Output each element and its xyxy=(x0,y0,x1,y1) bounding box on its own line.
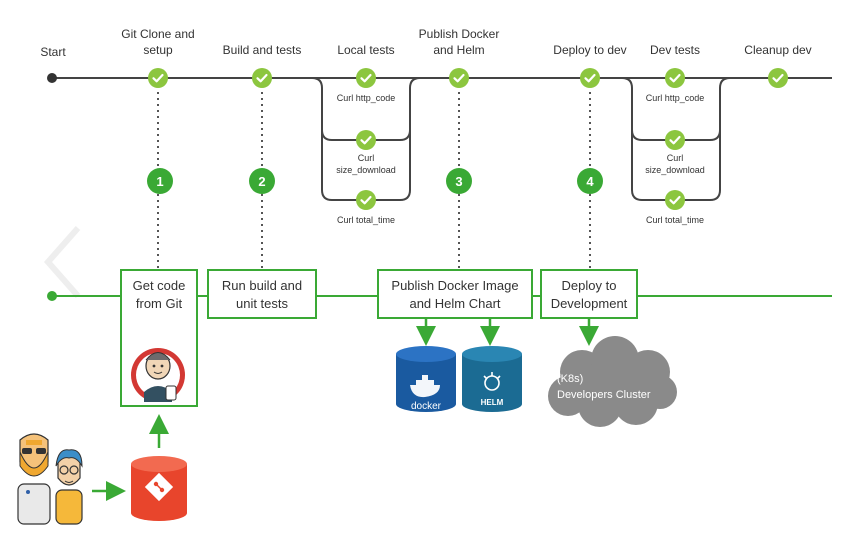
dev-test-http-code: Curl http_code xyxy=(646,93,705,103)
check-icon xyxy=(768,68,788,88)
local-test-labels: Curl http_code Curl size_download Curl t… xyxy=(326,90,406,225)
jenkins-icon xyxy=(131,348,185,402)
check-icon xyxy=(356,68,376,88)
step-number-4: 4 xyxy=(586,174,594,189)
stage-label-cleanup: Cleanup dev xyxy=(744,43,811,57)
stage-label-start: Start xyxy=(40,45,66,59)
step-4: 4 xyxy=(577,168,603,194)
dev-test-size-download-1: Curl xyxy=(667,153,684,163)
step-number-1: 1 xyxy=(156,174,163,189)
step-number-3: 3 xyxy=(455,174,462,189)
box-publish-line1: Publish Docker Image xyxy=(391,278,518,293)
git-icon xyxy=(131,456,187,521)
helm-label: HELM xyxy=(481,398,504,407)
step-1: 1 xyxy=(147,168,173,194)
step-2: 2 xyxy=(249,168,275,194)
helm-icon: HELM xyxy=(462,346,522,412)
pipeline-start-dot xyxy=(47,73,57,83)
flow-start-dot xyxy=(47,291,57,301)
check-icon xyxy=(356,190,376,210)
check-icon xyxy=(449,68,469,88)
check-icon xyxy=(580,68,600,88)
developer-icon xyxy=(17,433,83,525)
stage-label-publish-1: Publish Docker xyxy=(419,27,500,41)
cluster-label-1: (K8s) xyxy=(557,373,583,385)
docker-label: docker xyxy=(411,401,442,412)
local-test-total-time: Curl total_time xyxy=(337,215,395,225)
box-run-build-line1: Run build and xyxy=(222,278,302,293)
stage-label-clone-1: Git Clone and xyxy=(121,27,194,41)
dev-test-total-time: Curl total_time xyxy=(646,215,704,225)
box-deploy: Deploy to Development xyxy=(540,269,638,319)
box-publish-line2: and Helm Chart xyxy=(409,296,500,311)
local-test-http-code: Curl http_code xyxy=(337,93,396,103)
check-icon xyxy=(665,190,685,210)
stage-label-local: Local tests xyxy=(337,43,394,57)
cloud-icon xyxy=(548,336,677,427)
dev-test-size-download-2: size_download xyxy=(645,165,705,175)
box-get-code-line2: from Git xyxy=(136,296,183,311)
box-get-code-line1: Get code xyxy=(133,278,186,293)
box-deploy-line2: Development xyxy=(551,296,628,311)
carousel-prev-icon[interactable] xyxy=(43,226,81,298)
box-deploy-line1: Deploy to xyxy=(562,278,617,293)
box-run-build-line2: unit tests xyxy=(236,296,289,311)
dev-test-labels: Curl http_code Curl size_download Curl t… xyxy=(636,90,716,225)
check-icon xyxy=(148,68,168,88)
check-icon xyxy=(665,130,685,150)
check-icon xyxy=(665,68,685,88)
step-3: 3 xyxy=(446,168,472,194)
docker-icon: docker xyxy=(396,346,456,412)
stage-label-dev: Dev tests xyxy=(650,43,700,57)
stage-label-deploy: Deploy to dev xyxy=(553,43,626,57)
local-test-size-download-2: size_download xyxy=(336,165,396,175)
local-test-size-download-1: Curl xyxy=(358,153,375,163)
check-icon xyxy=(252,68,272,88)
stage-label-build: Build and tests xyxy=(223,43,302,57)
cluster-label-2: Developers Cluster xyxy=(557,389,651,401)
stage-label-clone-2: setup xyxy=(143,43,173,57)
box-run-build: Run build and unit tests xyxy=(207,269,317,319)
stage-label-publish-2: and Helm xyxy=(433,43,484,57)
step-number-2: 2 xyxy=(258,174,265,189)
dotted-connectors xyxy=(157,92,591,268)
check-icon xyxy=(356,130,376,150)
flow-arrows xyxy=(92,318,599,501)
box-publish: Publish Docker Image and Helm Chart xyxy=(377,269,533,319)
